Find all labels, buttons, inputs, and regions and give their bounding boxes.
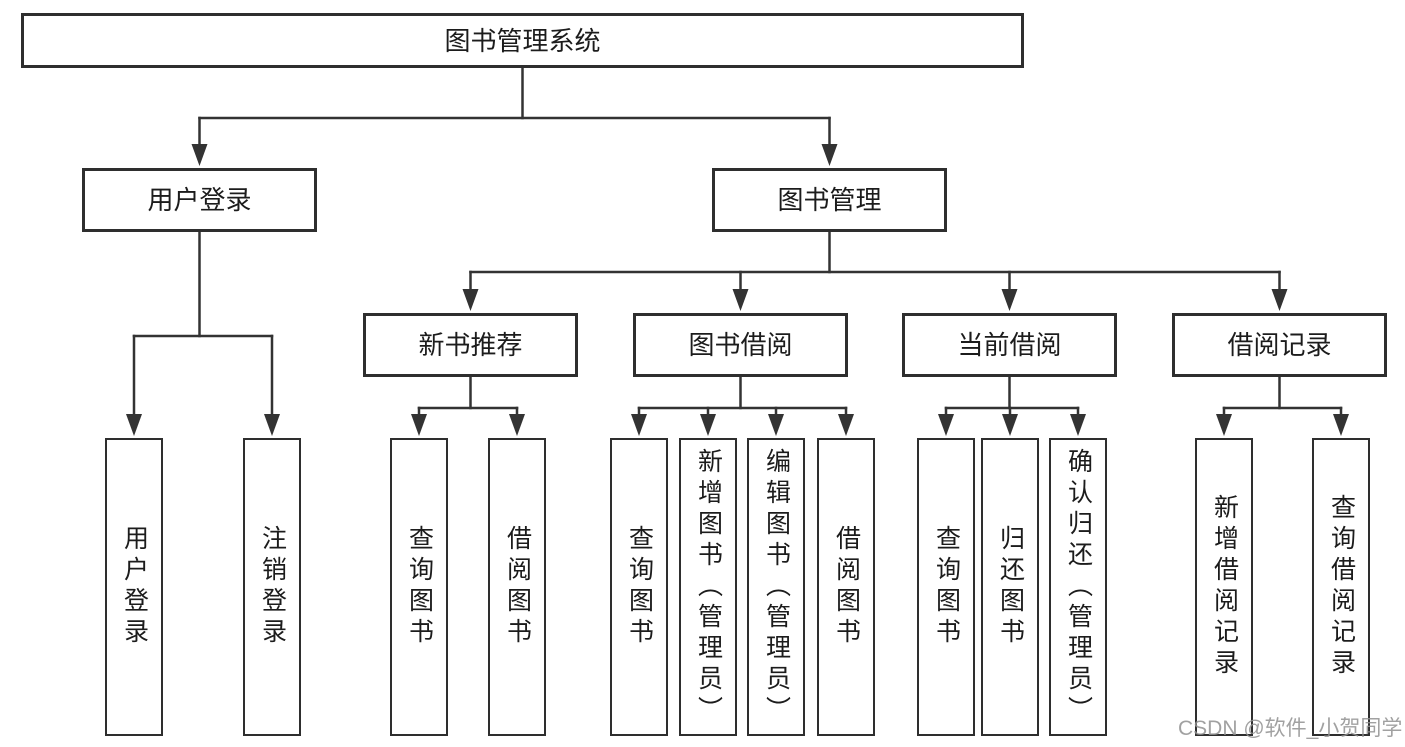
- arrowhead-icon: [462, 289, 479, 311]
- arrowhead-icon: [631, 414, 647, 436]
- node-label: 借阅图书: [832, 525, 861, 649]
- arrowhead-icon: [700, 414, 716, 436]
- node-label: 确认归还（管理员）: [1064, 447, 1093, 727]
- node-label: 图书管理系统: [444, 25, 601, 56]
- arrowhead-icon: [938, 414, 954, 436]
- arrowhead-icon: [1002, 414, 1018, 436]
- node-label: 新书推荐: [418, 330, 523, 360]
- node-leaf-user-login: 用户登录: [105, 438, 163, 736]
- node-leaf-confirm-return: 确认归还（管理员）: [1049, 438, 1107, 736]
- node-label: 新增图书（管理员）: [694, 447, 723, 727]
- arrowhead-icon: [411, 414, 427, 436]
- node-leaf-borrow-book-2: 借阅图书: [817, 438, 875, 736]
- node-label: 归还图书: [996, 525, 1025, 649]
- arrowhead-icon: [126, 414, 142, 436]
- node-leaf-logout: 注销登录: [243, 438, 301, 736]
- node-leaf-edit-book: 编辑图书（管理员）: [747, 438, 805, 736]
- arrowhead-icon: [1070, 414, 1086, 436]
- node-book-borrow: 图书借阅: [633, 313, 848, 377]
- node-leaf-borrow-book-1: 借阅图书: [488, 438, 546, 736]
- node-leaf-query-book-2: 查询图书: [610, 438, 668, 736]
- node-label: 查询借阅记录: [1327, 494, 1356, 680]
- node-root: 图书管理系统: [21, 13, 1024, 68]
- arrowhead-icon: [768, 414, 784, 436]
- arrowhead-icon: [838, 414, 854, 436]
- node-leaf-query-record: 查询借阅记录: [1312, 438, 1370, 736]
- node-label: 查询图书: [625, 525, 654, 649]
- node-label: 编辑图书（管理员）: [762, 447, 791, 727]
- arrowhead-icon: [191, 144, 208, 166]
- node-label: 查询图书: [405, 525, 434, 649]
- node-label: 借阅记录: [1227, 330, 1332, 360]
- node-leaf-add-record: 新增借阅记录: [1195, 438, 1253, 736]
- node-label: 借阅图书: [503, 525, 532, 649]
- arrowhead-icon: [1271, 289, 1288, 311]
- node-leaf-add-book: 新增图书（管理员）: [679, 438, 737, 736]
- node-leaf-query-book-1: 查询图书: [390, 438, 448, 736]
- node-new-book-rec: 新书推荐: [363, 313, 578, 377]
- node-book-mgmt: 图书管理: [712, 168, 947, 232]
- arrowhead-icon: [732, 289, 749, 311]
- node-label: 图书管理: [777, 185, 882, 215]
- arrowhead-icon: [821, 144, 838, 166]
- arrowhead-icon: [1216, 414, 1232, 436]
- arrowhead-icon: [509, 414, 525, 436]
- node-leaf-return-book: 归还图书: [981, 438, 1039, 736]
- arrowhead-icon: [1001, 289, 1018, 311]
- arrowhead-icon: [264, 414, 280, 436]
- node-label: 新增借阅记录: [1210, 494, 1239, 680]
- node-label: 当前借阅: [957, 330, 1062, 360]
- node-current-borrow: 当前借阅: [902, 313, 1117, 377]
- node-user-login: 用户登录: [82, 168, 317, 232]
- node-leaf-query-book-3: 查询图书: [917, 438, 975, 736]
- node-label: 用户登录: [147, 185, 252, 215]
- arrowhead-icon: [1333, 414, 1349, 436]
- node-label: 图书借阅: [688, 330, 793, 360]
- watermark: CSDN @软件_小贺同学: [1178, 717, 1403, 740]
- node-label: 注销登录: [258, 525, 287, 649]
- node-label: 查询图书: [932, 525, 961, 649]
- node-label: 用户登录: [120, 525, 149, 649]
- node-borrow-record: 借阅记录: [1172, 313, 1387, 377]
